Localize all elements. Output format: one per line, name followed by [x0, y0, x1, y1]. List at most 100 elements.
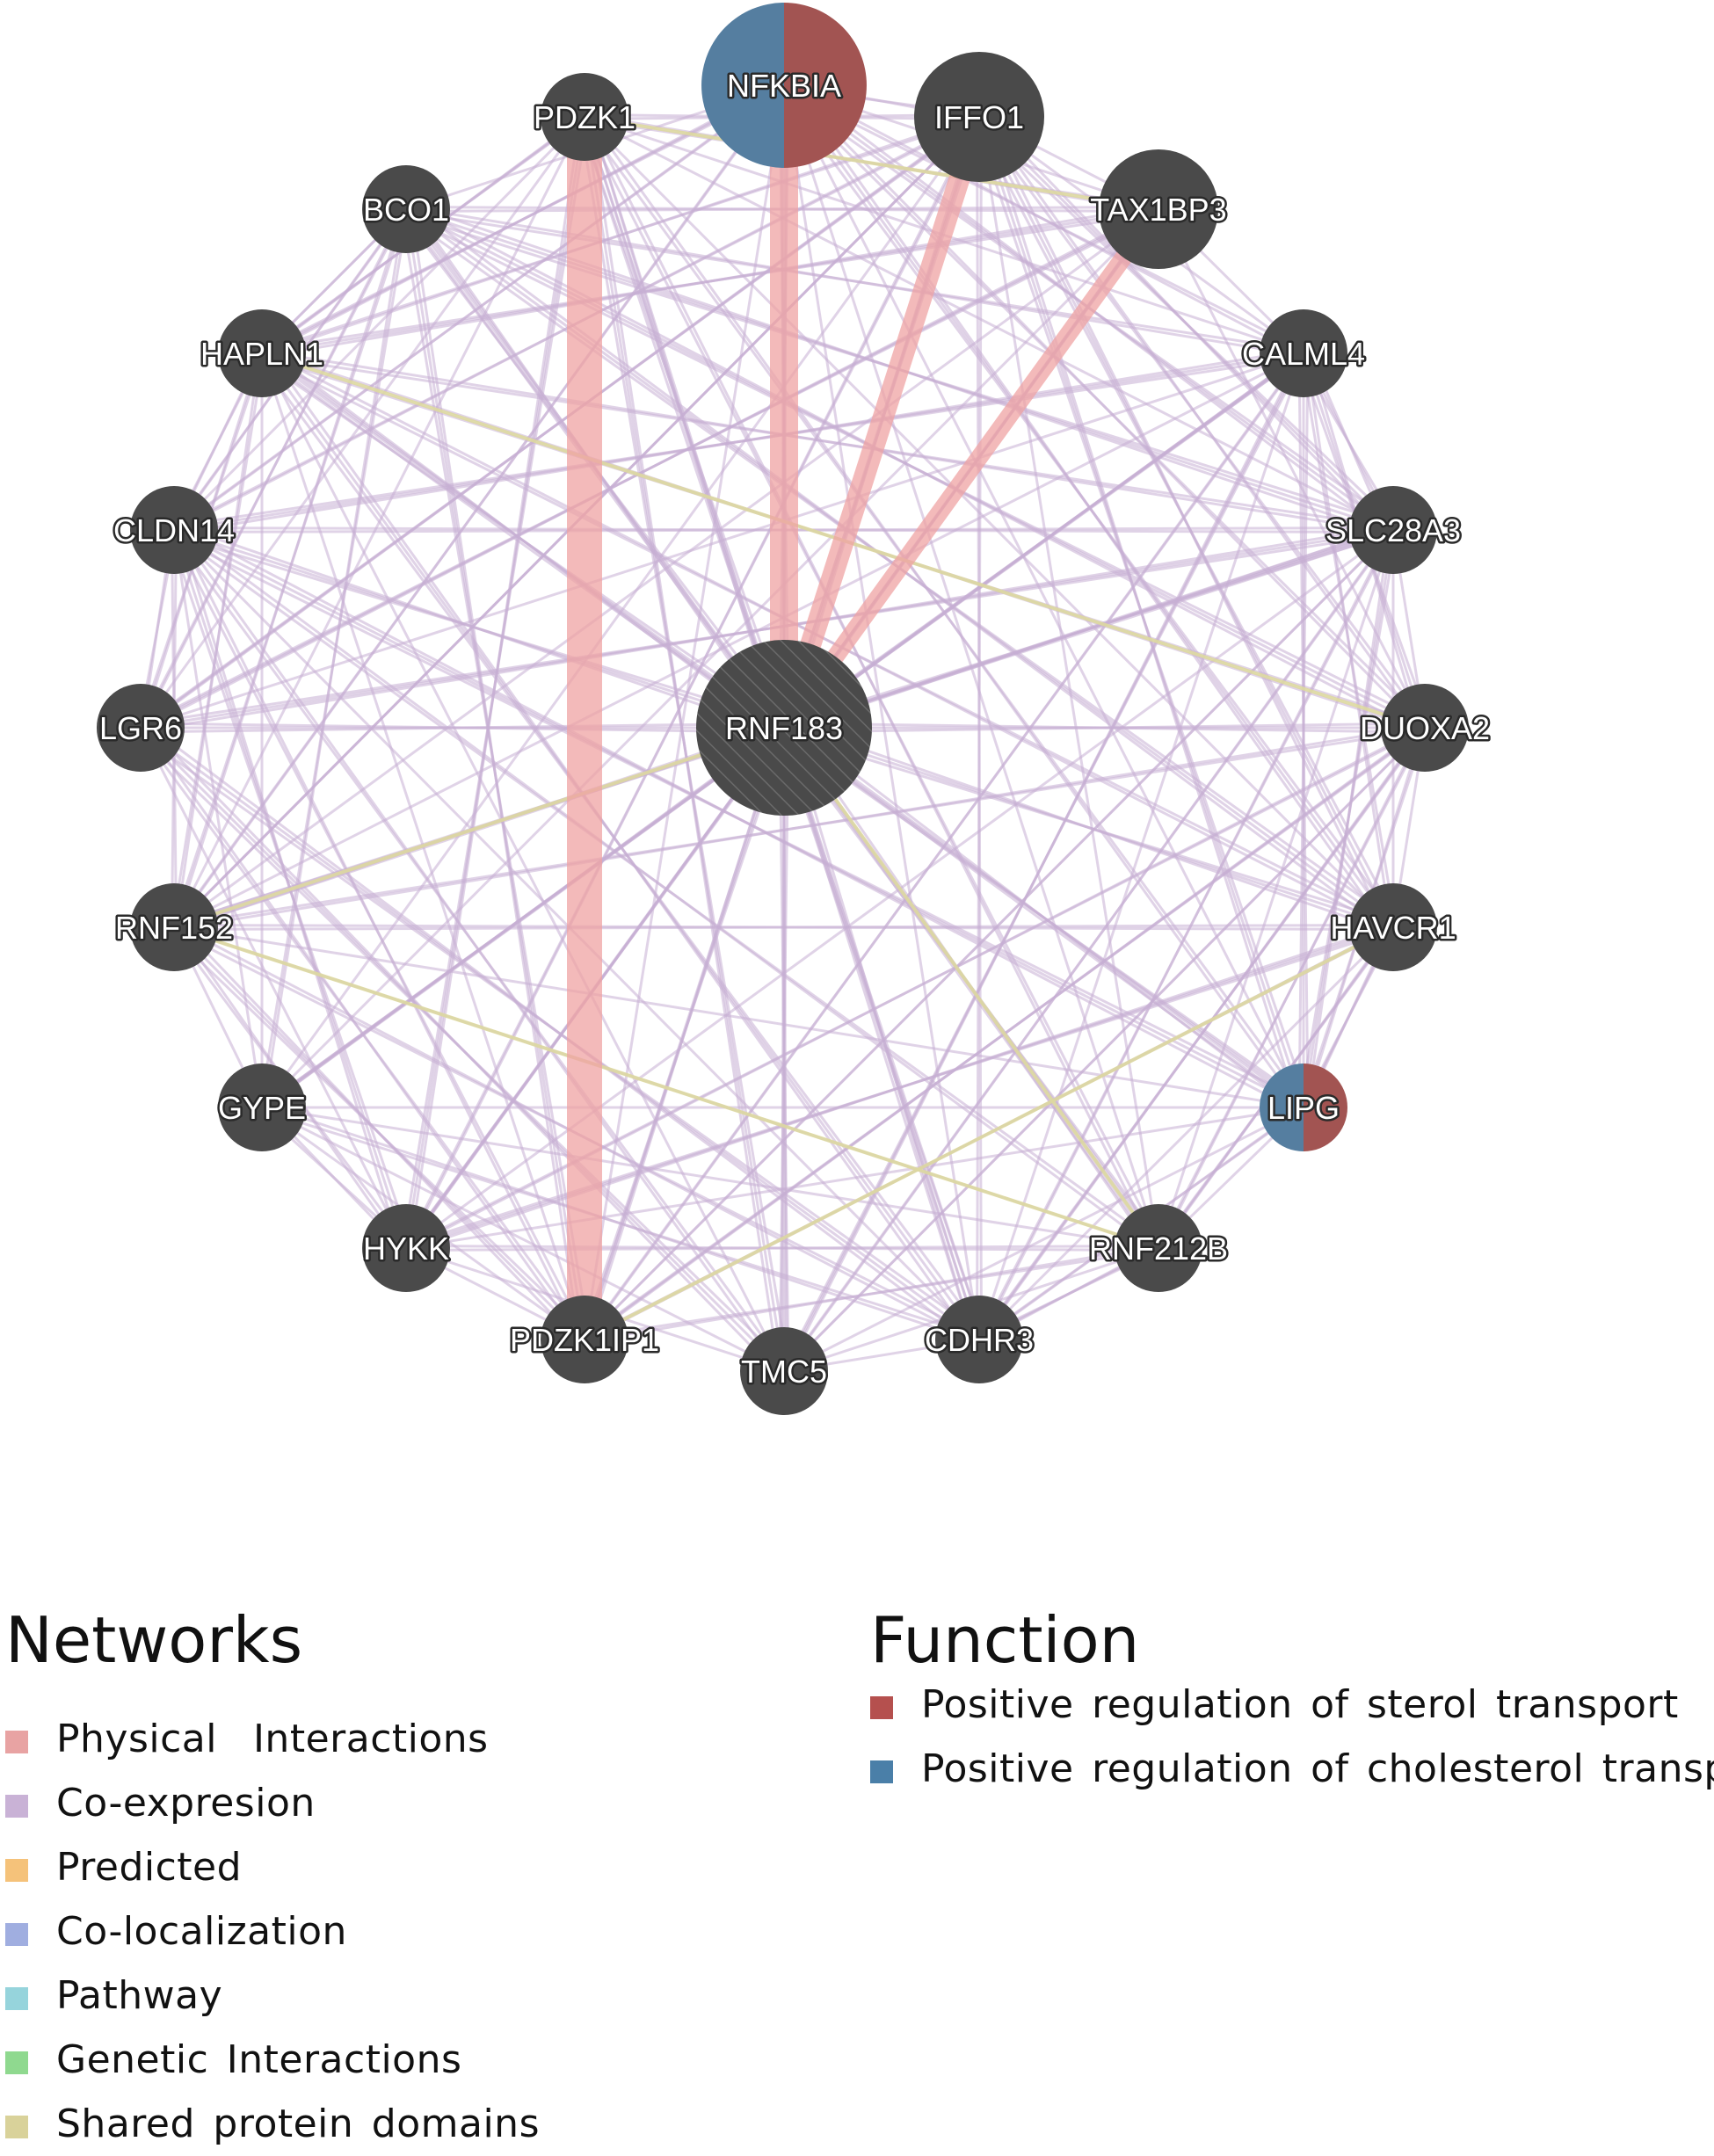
node-circle — [1381, 684, 1469, 772]
coexpression-edge-194 — [1155, 724, 1428, 1252]
shared-domain-edge-5 — [584, 926, 1394, 1341]
coexpression-edge-231 — [583, 115, 1395, 929]
coexpression-edge-281 — [134, 730, 790, 1368]
coexpression-edge-283 — [171, 531, 788, 1370]
node-circle — [362, 165, 450, 253]
node-calml4[interactable]: CALML4 — [1239, 309, 1368, 397]
node-gype[interactable]: GYPE — [215, 1063, 309, 1151]
coexpression-edge-142 — [1304, 351, 1392, 930]
node-label: CDHR3 — [925, 1322, 1034, 1358]
node-hykk[interactable]: HYKK — [360, 1204, 452, 1292]
node-circle — [130, 486, 218, 574]
legend-label: Pathway — [56, 1973, 223, 2018]
coexpression-edge-120 — [1157, 208, 1427, 729]
function-legend-title: Function — [870, 1603, 1140, 1677]
node-label: CALML4 — [1242, 336, 1365, 372]
node-label: RNF212B — [1089, 1230, 1228, 1267]
legend-swatch — [5, 1858, 28, 1882]
coexpression-edge-278 — [261, 1106, 785, 1373]
node-label: PDZK1 — [534, 99, 635, 135]
coexpression-edge-155 — [173, 352, 1304, 929]
legend-swatch — [5, 2115, 28, 2138]
coexpression-edge-284 — [260, 352, 786, 1372]
node-cldn14[interactable]: CLDN14 — [111, 486, 237, 574]
coexpression-edge-241 — [169, 533, 1309, 1105]
node-pdzk1ip1[interactable]: PDZK1IP1 — [507, 1296, 662, 1383]
coexpression-edge-149 — [778, 348, 1310, 1376]
gene-nodes: RNF183 NFKBIA IFFO1TAX1BP3CALML4SLC28A3DUO… — [97, 3, 1492, 1415]
node-cdhr3[interactable]: CDHR3 — [922, 1296, 1036, 1383]
coexpression-edge-305 — [139, 727, 408, 1249]
coexpression-edge-313 — [172, 529, 264, 1108]
node-rnf212b[interactable]: RNF212B — [1086, 1204, 1231, 1292]
legend-label: Co-localization — [56, 1909, 347, 1954]
legend-label: Positive regulation of cholesterol trans… — [921, 1746, 1714, 1791]
node-hapln1[interactable]: HAPLN1 — [198, 309, 326, 397]
legend-swatch — [5, 1922, 28, 1946]
node-circle — [130, 883, 218, 971]
coexpression-edge-96 — [982, 112, 1391, 933]
coexpression-edge-199 — [781, 724, 1428, 1375]
node-circle — [1349, 486, 1437, 574]
node-circle — [97, 684, 185, 772]
node-havcr1[interactable]: HAVCR1 — [1328, 883, 1458, 971]
node-tmc5[interactable]: TMC5 — [739, 1327, 830, 1415]
node-label: HYKK — [363, 1230, 449, 1267]
node-rnf183[interactable]: RNF183 — [696, 640, 872, 816]
node-nfkbia[interactable]: NFKBIA — [701, 3, 867, 168]
node-label: SLC28A3 — [1325, 512, 1461, 548]
coexpression-edge-261 — [581, 118, 1162, 1247]
coexpression-edge-294 — [137, 729, 588, 1339]
node-label: NFKBIA — [727, 68, 841, 104]
node-tax1bp3[interactable]: TAX1BP3 — [1088, 149, 1229, 269]
node-circle — [696, 640, 872, 816]
legend-label: Predicted — [56, 1845, 243, 1890]
coexpression-edge-64 — [785, 82, 1303, 357]
coexpression-edge-269 — [135, 730, 984, 1337]
node-circle — [740, 1327, 828, 1415]
coexpression-edge-235 — [783, 1106, 1304, 1373]
node-label: LGR6 — [99, 710, 182, 746]
coexpression-edge-93 — [980, 113, 1424, 731]
node-label: LIPG — [1267, 1090, 1340, 1126]
coexpression-edge-197 — [973, 722, 1431, 1345]
node-rnf152[interactable]: RNF152 — [113, 883, 236, 971]
legend-swatch — [870, 1695, 893, 1719]
node-label: IFFO1 — [934, 99, 1024, 135]
legend-label: Shared protein domains — [56, 2102, 540, 2146]
node-duoxa2[interactable]: DUOXA2 — [1357, 684, 1492, 772]
coexpression-edge-123 — [260, 207, 1160, 1109]
node-bco1[interactable]: BCO1 — [360, 165, 452, 253]
node-lipg[interactable]: LIPG — [1260, 1063, 1347, 1151]
coexpression-edge-145 — [1297, 348, 1310, 1113]
coexpression-edge-316 — [263, 211, 405, 1106]
coexpression-edge-330 — [139, 116, 586, 729]
node-circle — [1349, 883, 1437, 971]
coexpression-edge-72 — [787, 80, 1391, 933]
legend-swatch — [5, 1986, 28, 2010]
node-iffo1[interactable]: IFFO1 — [914, 52, 1044, 182]
coexpression-edge-127 — [135, 203, 1164, 734]
coexpression-edge-264 — [259, 1108, 982, 1339]
node-label: PDZK1IP1 — [510, 1322, 659, 1358]
coexpression-edge-292 — [168, 930, 591, 1337]
node-pdzk1[interactable]: PDZK1 — [531, 73, 638, 161]
node-slc28a3[interactable]: SLC28A3 — [1323, 486, 1463, 574]
legend-label: Physical Interactions — [56, 1717, 489, 1761]
networks-legend-item-4: Pathway — [5, 1964, 540, 2028]
coexpression-edge-130 — [257, 203, 1164, 359]
networks-legend-item-2: Predicted — [5, 1835, 540, 1899]
gene-network-diagram: RNF183 NFKBIA IFFO1TAX1BP3CALML4SLC28A3DUO… — [97, 3, 1492, 1415]
node-half-sterol — [1304, 1063, 1347, 1151]
node-circle — [914, 52, 1044, 182]
physical-interaction-edges — [567, 85, 1166, 1339]
physical-edge-tax1bp3-rnf183 — [776, 204, 1166, 733]
coexpression-edge-322 — [175, 211, 405, 926]
coexpression-edge-167 — [1297, 525, 1399, 1113]
node-lgr6[interactable]: LGR6 — [97, 684, 185, 772]
coexpression-edge-189 — [584, 115, 1394, 532]
legend-swatch — [5, 1730, 28, 1753]
shared-domain-edge-3 — [173, 926, 1159, 1250]
networks-legend-item-6: Shared protein domains — [5, 2092, 540, 2156]
